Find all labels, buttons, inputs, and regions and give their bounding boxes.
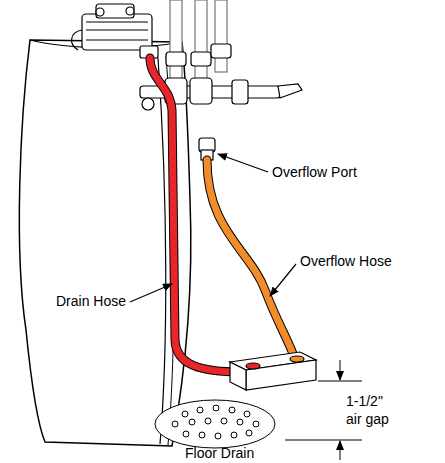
supply-pipes: [166, 0, 231, 82]
dimension-label: 1-1/2" air gap: [346, 392, 398, 428]
leader-arrow: [270, 264, 296, 296]
drain-hose-outline: [150, 58, 242, 372]
hose-label: Overflow Hose: [300, 252, 420, 270]
port-label: Overflow Port: [272, 163, 392, 181]
leader-arrow: [130, 284, 172, 302]
overflow-hose-outline: [207, 160, 297, 370]
drain-label: Floor Drain: [185, 444, 285, 462]
hose-label: Drain Hose: [56, 292, 146, 310]
drain-hose: [150, 58, 242, 372]
tank-panel-line: [158, 58, 166, 444]
leader-arrow: [218, 154, 268, 172]
softener-tank: [19, 40, 191, 446]
floor-drain: [155, 400, 275, 448]
air-gap-block: [230, 352, 316, 390]
dimension-lines: [285, 360, 362, 460]
overflow-hose: [207, 160, 297, 370]
control-valve: [72, 4, 158, 58]
